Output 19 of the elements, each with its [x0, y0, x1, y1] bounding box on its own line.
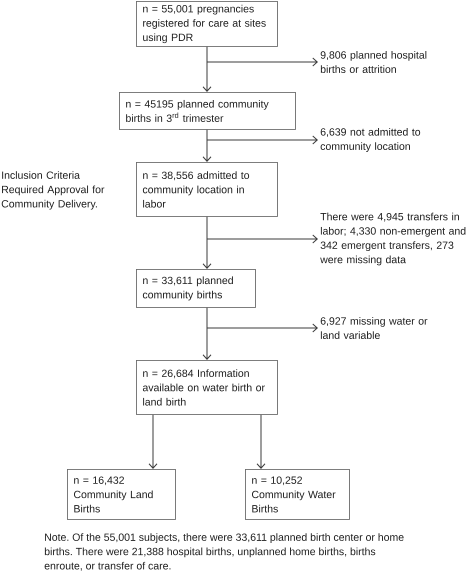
arrow: [206, 129, 318, 144]
flow-box: n = 45195 planned community births in 3$^{rd}$ trimester: [119, 92, 296, 130]
flow-box: n = 16,432 Community Land Births: [67, 469, 176, 520]
note-text: 6,639 not admitted to community location: [320, 128, 420, 152]
note-text: Inclusion Criteria Required Approval for Community Delivery.: [2, 171, 104, 210]
note-text: There were 4,945 transfers in labor; 4,330 non-emergent and 342 emergent transfers, 273 were missing data: [320, 212, 466, 266]
flow-box: n = 10,252 Community Water Births: [245, 469, 350, 520]
arrow: [256, 414, 266, 469]
flow-box: n = 38,556 admitted to community location in labor: [136, 162, 278, 217]
caption: Note. Of the 55,001 subjects, there were 33,611 planned birth center or home births. There were 21,388 hospital births, unplanned home births, births enroute, or transfer of care.: [44, 533, 404, 571]
arrow: [148, 414, 158, 469]
arrow: [206, 216, 318, 244]
flow-box: n = 55,001 pregnancies registered for care at sites using PDR: [136, 1, 278, 47]
arrow: [206, 307, 318, 332]
note-text: 6,927 missing water or land variable: [320, 317, 428, 340]
flow-box: n = 33,611 planned community births: [136, 269, 256, 308]
arrow: [206, 46, 318, 66]
note-text: 9,806 planned hospital births or attrition: [320, 51, 426, 74]
flow-box: n = 26,684 Information available on water birth or land birth: [136, 360, 278, 415]
